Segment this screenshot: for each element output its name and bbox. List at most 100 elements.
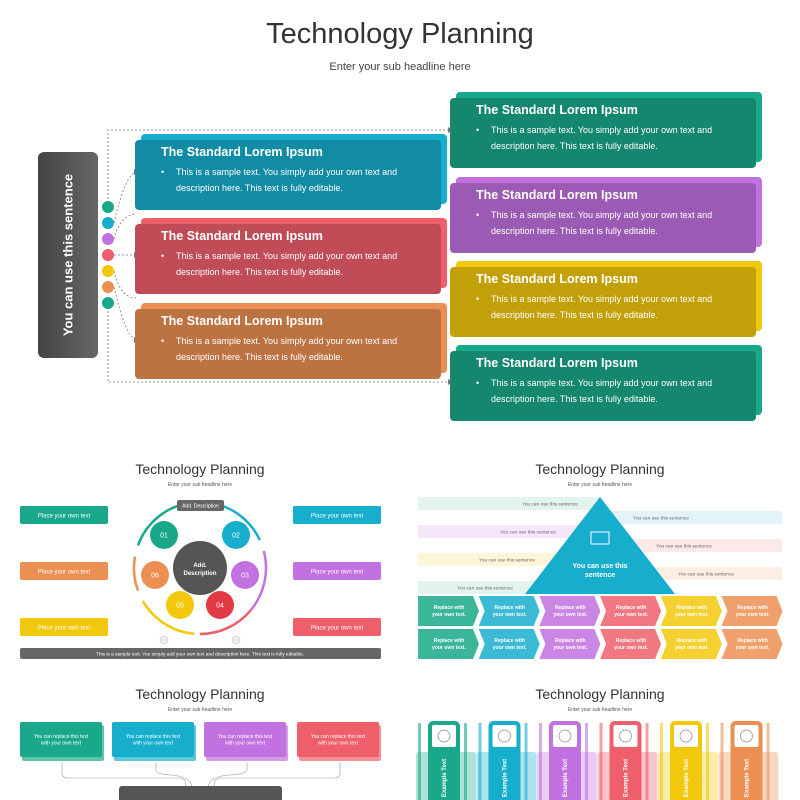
chevron-text: your own text.: [553, 612, 588, 618]
chevron-text: Replace with: [616, 638, 647, 644]
sentence-strip-text: You can use this sentence: [633, 516, 689, 522]
pyramid: [525, 497, 675, 594]
thumb-subtitle: Enter your sub headline here: [568, 482, 632, 488]
text-line: with your own text: [41, 741, 82, 747]
info-card[interactable]: The Standard Lorem IpsumThis is a sample…: [135, 134, 447, 210]
sentence-strip-text: You can use this sentence: [678, 572, 734, 578]
card-title: The Standard Lorem Ipsum: [161, 145, 323, 159]
timeline-dot: [102, 249, 114, 261]
info-card[interactable]: The Standard Lorem IpsumThis is a sample…: [135, 303, 447, 379]
ring-arc: [136, 503, 184, 546]
description-label: Add. Description: [182, 504, 219, 510]
text-box: [112, 722, 194, 757]
sidebar-label-box: You can use this sentence: [38, 152, 98, 358]
chevron-text: your own text.: [493, 612, 528, 618]
text-box-label: Place your own text: [38, 570, 91, 576]
info-card[interactable]: The Standard Lorem IpsumThis is a sample…: [450, 177, 762, 253]
card-title: The Standard Lorem Ipsum: [161, 314, 323, 328]
card-text: This is a sample text. You simply add yo…: [476, 122, 748, 154]
column-icon-tile: [553, 725, 577, 747]
text-box-label: Place your own text: [311, 570, 364, 576]
chevron-text: Replace with: [555, 605, 586, 611]
ring-arc: [141, 600, 195, 635]
timeline-dot: [102, 297, 114, 309]
column-icon-tile: [674, 725, 698, 747]
text-box-label: Place your own text: [311, 626, 364, 632]
chevron-text: Replace with: [494, 638, 525, 644]
info-card[interactable]: The Standard Lorem IpsumThis is a sample…: [450, 261, 762, 337]
column-label: Example Text: [442, 759, 448, 797]
thumb-title: Technology Planning: [135, 461, 264, 477]
text-box: [293, 618, 381, 636]
chevron-text: Replace with: [494, 605, 525, 611]
chevron-step: [539, 629, 601, 659]
text-box: [204, 722, 286, 757]
center-text: Description: [183, 571, 216, 577]
thumb-title: Technology Planning: [535, 461, 664, 477]
column-label: Example Text: [503, 759, 509, 797]
description-label-box: [177, 500, 224, 511]
card-text: This is a sample text. You simply add yo…: [476, 375, 748, 407]
timeline-dot: [102, 265, 114, 277]
text-line: You can replace this text: [311, 734, 366, 740]
column-label: Example Text: [684, 759, 690, 797]
page-title: Technology Planning: [266, 18, 534, 50]
step-ball: [222, 521, 250, 549]
step-ball: [231, 561, 259, 589]
column-label: Example Text: [624, 759, 630, 797]
ring-arc: [199, 609, 252, 636]
text-line: with your own text: [133, 741, 174, 747]
text-line: You can replace this text: [218, 734, 273, 740]
info-card[interactable]: The Standard Lorem IpsumThis is a sample…: [450, 345, 762, 421]
info-card[interactable]: The Standard Lorem IpsumThis is a sample…: [135, 218, 447, 294]
technology-icon: [498, 729, 511, 743]
chevron-text: Replace with: [737, 605, 768, 611]
column-label: Example Text: [745, 759, 751, 797]
bottom-bar-text: This is a sample text. You simply add yo…: [96, 652, 304, 658]
chevron-text: your own text.: [432, 612, 467, 618]
text-box-label: Place your own text: [38, 514, 91, 520]
center-circle: [173, 541, 227, 595]
column-stripe: [599, 723, 603, 800]
chevron-step: [721, 596, 783, 626]
sentence-strip: [600, 539, 782, 552]
step-ball: [206, 591, 234, 619]
card-text: This is a sample text. You simply add yo…: [161, 164, 433, 196]
text-box: [20, 506, 108, 524]
text-box: [293, 506, 381, 524]
sentence-strip-text: You can use this sentence: [656, 544, 712, 550]
sentence-strip-text: You can use this sentence: [479, 558, 535, 564]
column-icon-tile: [734, 725, 759, 747]
card-title: The Standard Lorem Ipsum: [476, 272, 638, 286]
info-card[interactable]: The Standard Lorem IpsumThis is a sample…: [450, 92, 762, 168]
monitor-chart-icon: [590, 531, 610, 545]
timeline-dot: [102, 281, 114, 293]
thumb-title: Technology Planning: [135, 686, 264, 702]
column-stripe: [464, 723, 467, 800]
text-line: You can replace this text: [126, 734, 181, 740]
technology-icon: [679, 729, 693, 743]
step-ball: [141, 561, 169, 589]
chevron-step: [600, 629, 662, 659]
step-ball: [150, 521, 178, 549]
thumb-subtitle: Enter your sub headline here: [168, 482, 232, 488]
chevron-text: your own text.: [736, 645, 771, 651]
column-stripe: [539, 723, 542, 800]
sentence-strip-text: You can use this sentence: [522, 502, 578, 508]
chevron-step: [539, 596, 601, 626]
column-stripe: [585, 723, 588, 800]
step-number: 04: [216, 603, 224, 610]
pyramid-text: sentence: [585, 572, 615, 579]
column-stripe: [645, 723, 649, 800]
chevron-text: your own text.: [493, 645, 528, 651]
chevron-text: Replace with: [677, 605, 708, 611]
thumb-title: Technology Planning: [535, 686, 664, 702]
ring-arc: [249, 550, 268, 612]
